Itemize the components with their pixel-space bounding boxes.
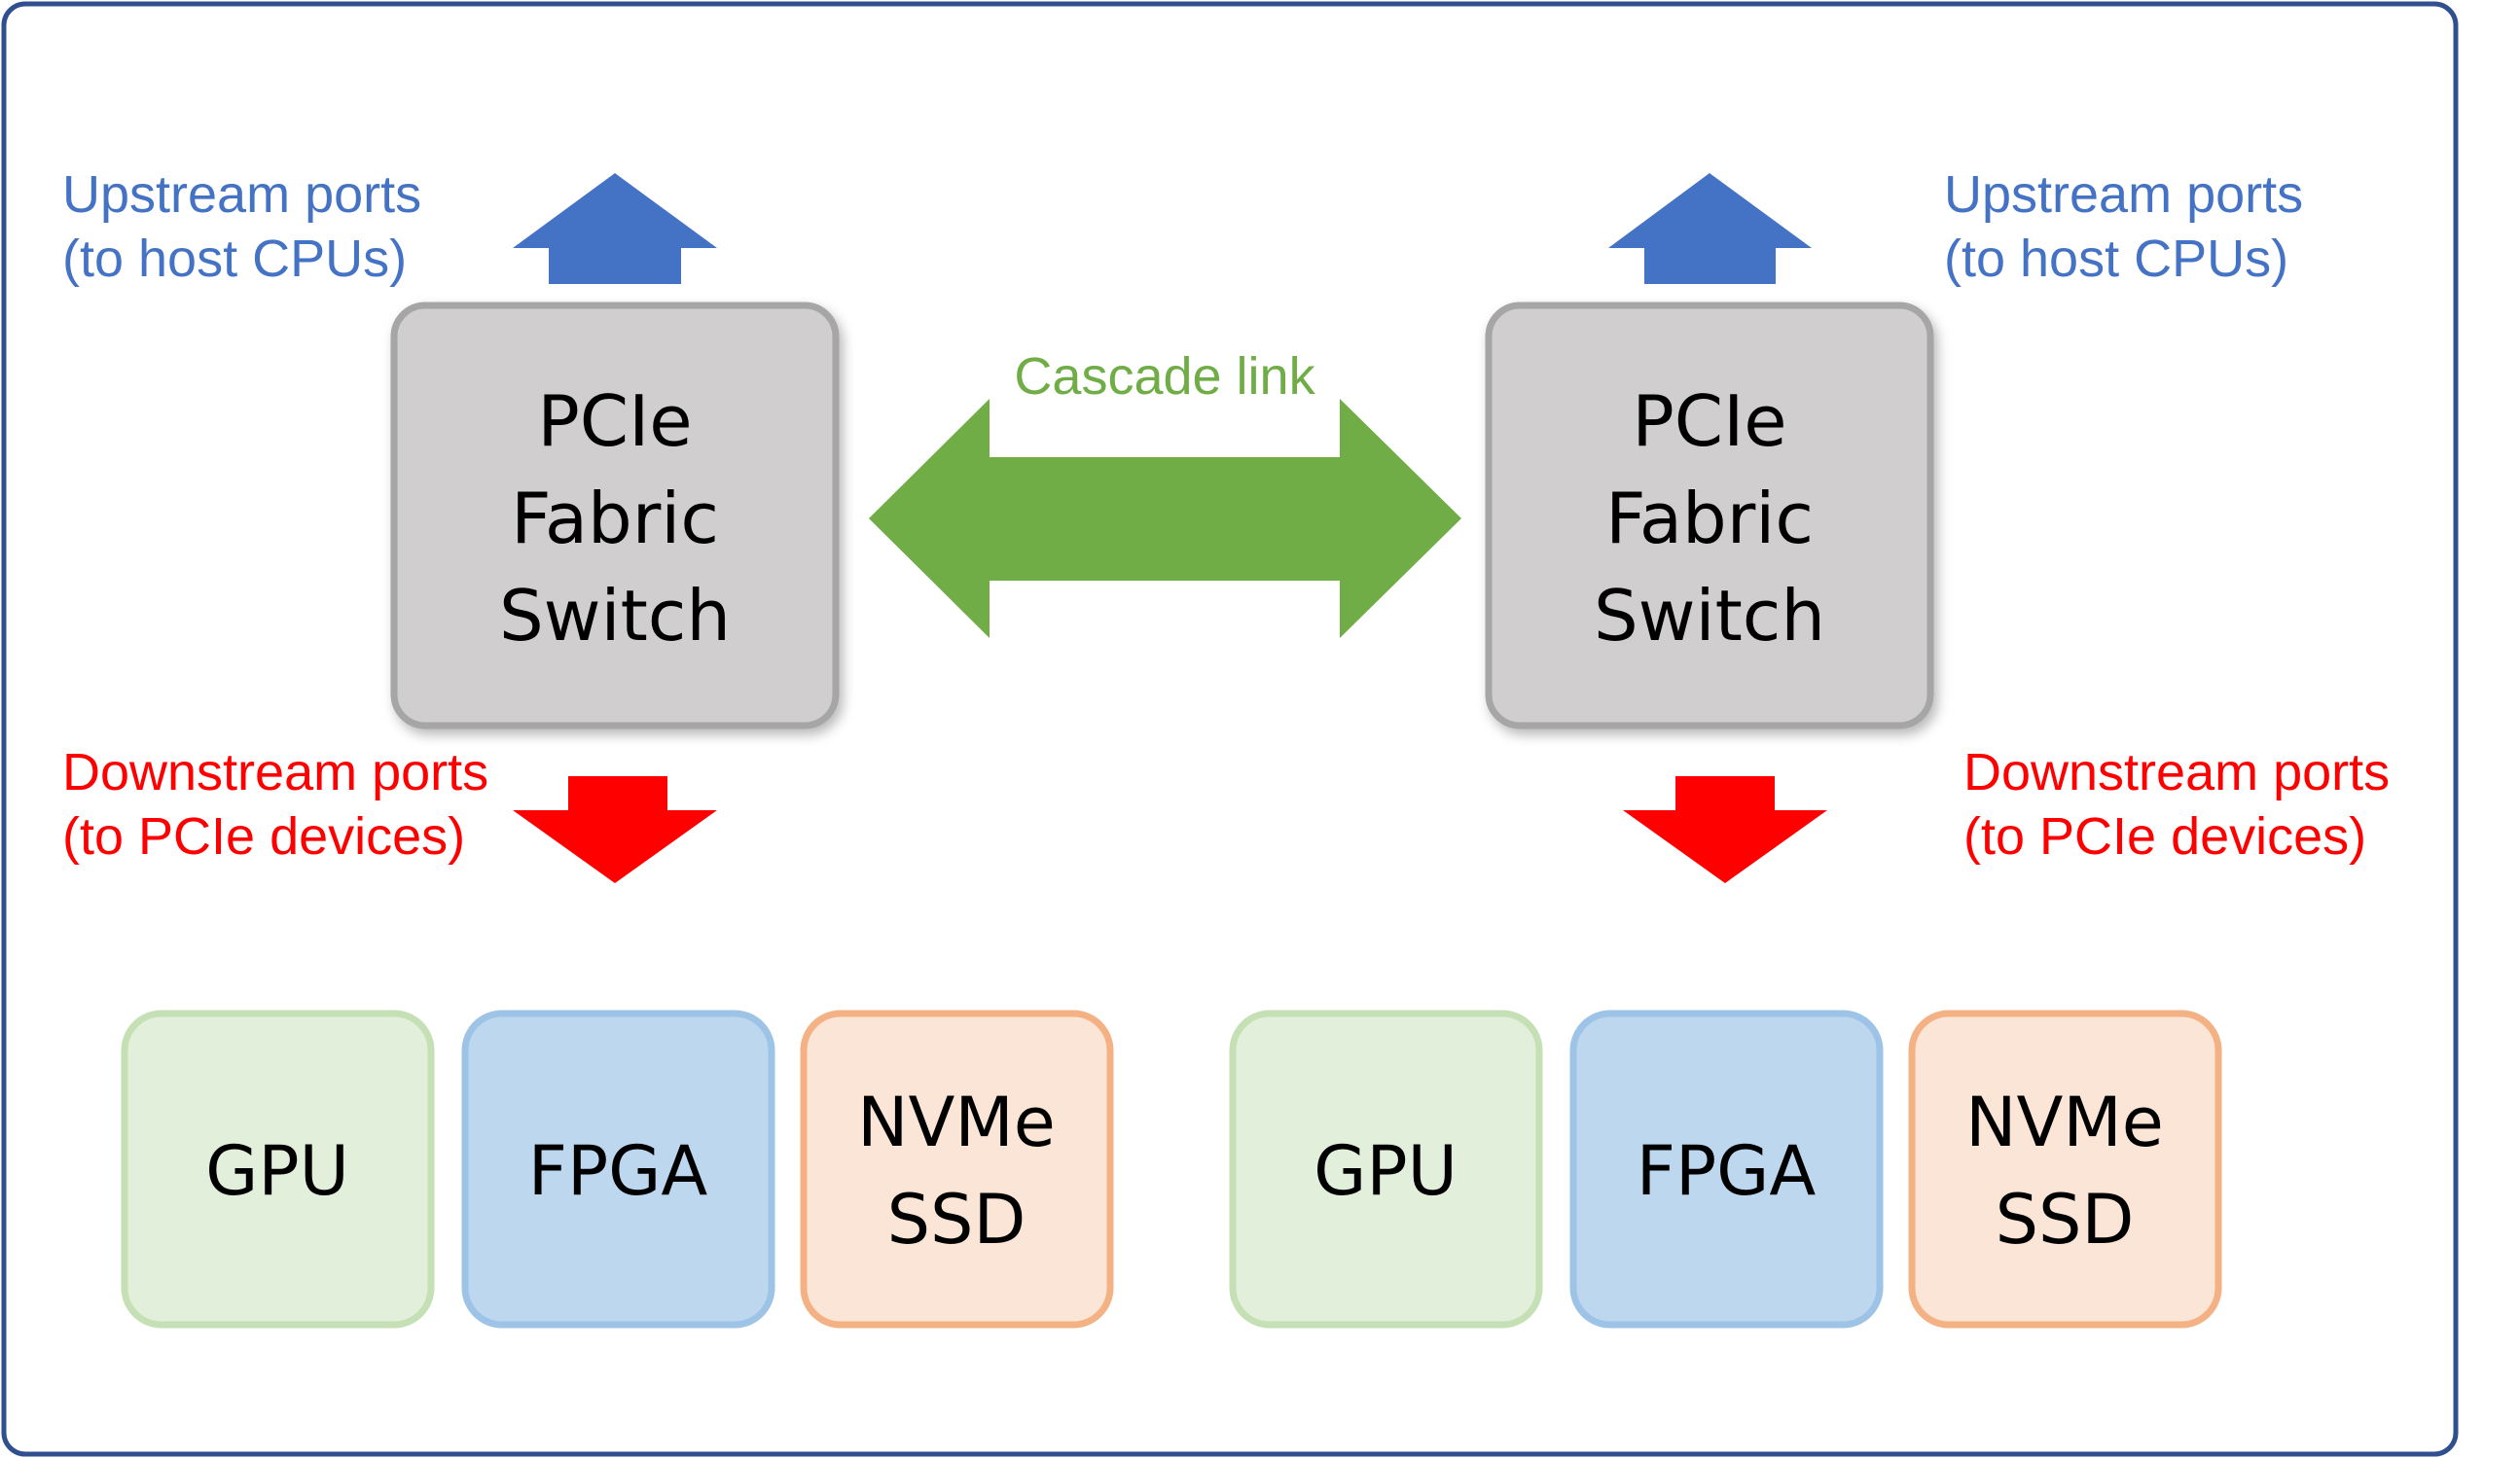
right-downstream-label-line2: (to PCIe devices) [1963, 807, 2366, 866]
right-ssd-label-line1: NVMe [1965, 1083, 2164, 1162]
right-switch-box [1485, 302, 1934, 729]
right-downstream-arrow-icon [1623, 776, 1827, 883]
left-gpu-label: GPU [205, 1131, 349, 1211]
right-device-gpu: GPU [1229, 1010, 1543, 1329]
right-fpga-box [1569, 1010, 1884, 1329]
left-ssd-label-line1: NVMe [857, 1083, 1056, 1162]
left-ssd-box [800, 1010, 1114, 1329]
left-downstream-label-line1: Downstream ports [62, 743, 488, 801]
right-switch-label-line1: PCIe [1632, 380, 1786, 462]
left-upstream-label-line1: Upstream ports [62, 165, 421, 224]
cascade-link-label: Cascade link [1014, 347, 1315, 406]
right-pcie-fabric-switch: PCIe Fabric Switch [1485, 302, 1934, 729]
right-device-nvme-ssd: NVMe SSD [1908, 1010, 2222, 1329]
left-ssd-label-line2: SSD [887, 1180, 1026, 1260]
left-fpga-label: FPGA [528, 1131, 708, 1211]
right-gpu-label: GPU [1314, 1131, 1458, 1211]
left-switch-box [390, 302, 840, 729]
right-ssd-label-line2: SSD [1996, 1180, 2135, 1260]
left-fpga-box [461, 1010, 775, 1329]
right-upstream-label-line2: (to host CPUs) [1944, 230, 2288, 288]
cascade-link-arrow-icon [869, 399, 1461, 638]
right-switch-label-line2: Fabric [1605, 478, 1814, 559]
right-downstream-label-line1: Downstream ports [1963, 743, 2390, 801]
left-downstream-label-line2: (to PCIe devices) [62, 807, 465, 866]
left-switch-label-line1: PCIe [537, 380, 692, 462]
left-device-fpga: FPGA [461, 1010, 775, 1329]
left-device-gpu: GPU [121, 1010, 435, 1329]
left-downstream-arrow-icon [513, 776, 717, 883]
left-pcie-fabric-switch: PCIe Fabric Switch [390, 302, 840, 729]
right-fpga-label: FPGA [1637, 1131, 1817, 1211]
left-switch-label-line2: Fabric [511, 478, 719, 559]
right-device-fpga: FPGA [1569, 1010, 1884, 1329]
left-upstream-arrow-icon [513, 173, 717, 284]
left-gpu-box [121, 1010, 435, 1329]
right-upstream-arrow-icon [1608, 173, 1812, 284]
left-device-nvme-ssd: NVMe SSD [800, 1010, 1114, 1329]
right-ssd-box [1908, 1010, 2222, 1329]
left-switch-label-line3: Switch [499, 575, 731, 657]
right-upstream-label-line1: Upstream ports [1944, 165, 2303, 224]
left-upstream-label-line2: (to host CPUs) [62, 230, 407, 288]
right-gpu-box [1229, 1010, 1543, 1329]
right-switch-label-line3: Switch [1594, 575, 1825, 657]
